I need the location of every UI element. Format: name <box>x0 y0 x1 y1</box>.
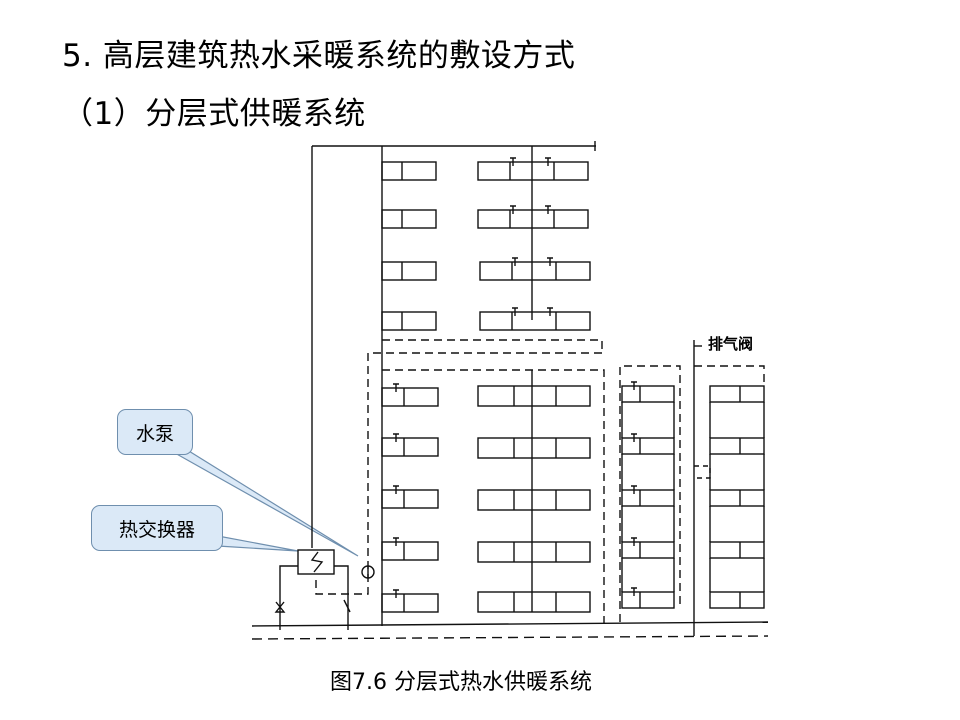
pump-symbol <box>361 565 375 579</box>
heat-exchanger-callout: 热交换器 <box>91 505 223 551</box>
pump-callout: 水泵 <box>117 409 193 455</box>
heat-exchanger-symbol <box>274 549 351 630</box>
slide-title: 5. 高层建筑热水采暖系统的敷设方式 <box>62 38 576 74</box>
slide-subtitle: （1）分层式供暖系统 <box>62 96 366 132</box>
air-vent-label: 排气阀 <box>708 335 754 353</box>
valve-icon <box>274 601 286 613</box>
main-return-line <box>251 621 769 627</box>
upper-right-radiators <box>477 157 591 331</box>
lower-left-radiators <box>381 383 439 613</box>
right-zone-1 <box>619 365 681 622</box>
upper-left-radiators <box>381 161 437 331</box>
lower-right-radiators <box>477 385 591 613</box>
right-zone-2 <box>693 340 765 636</box>
figure-caption: 图7.6 分层式热水供暖系统 <box>330 670 592 695</box>
hx-callout-pointer <box>217 535 299 552</box>
secondary-return-line <box>251 635 769 640</box>
